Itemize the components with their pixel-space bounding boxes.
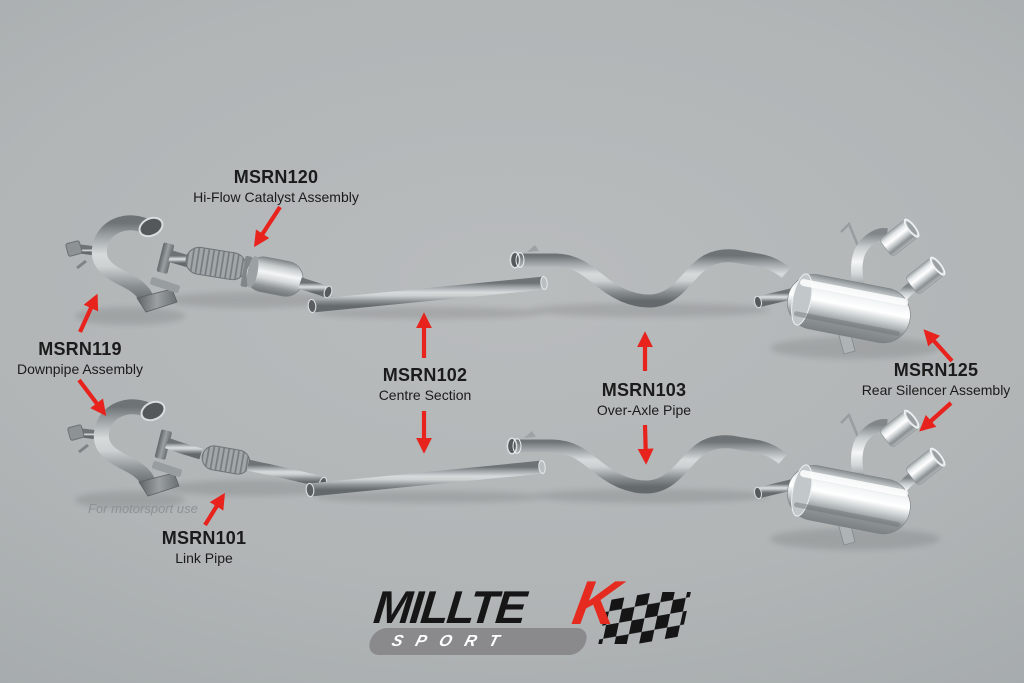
rear-silencer-assembly-top-illustration	[753, 218, 946, 355]
part-number: MSRN119	[38, 339, 122, 359]
part-number: MSRN102	[382, 365, 468, 385]
brand-word: MILLTE	[371, 581, 528, 633]
pointer-arrow	[637, 424, 654, 465]
pointer-arrow	[919, 401, 953, 432]
label-centre-section: MSRN102 Centre Section	[315, 365, 535, 403]
label-rear-silencer-assembly: MSRN125 Rear Silencer Assembly	[826, 360, 1024, 398]
label-link-pipe: MSRN101 Link Pipe	[94, 528, 314, 566]
catalyst-assembly-illustration	[156, 242, 333, 299]
over-axle-pipe-top-illustration	[509, 245, 791, 308]
milltek-sport-logo: SPORT MILLTE K	[362, 569, 707, 671]
part-description: Downpipe Assembly	[16, 360, 144, 377]
part-shadows	[75, 292, 940, 550]
part-number: MSRN120	[233, 167, 319, 187]
checkered-flag-icon	[596, 592, 693, 644]
part-number: MSRN125	[893, 360, 979, 380]
pointer-arrow	[77, 378, 107, 416]
part-description: Link Pipe	[175, 549, 233, 566]
pointer-arrow	[253, 205, 282, 248]
part-description: Hi-Flow Catalyst Assembly	[193, 188, 359, 205]
sport-label: SPORT	[389, 633, 515, 650]
part-description: Over-Axle Pipe	[596, 401, 692, 418]
pointer-arrow	[923, 329, 954, 363]
pointer-arrow	[78, 293, 99, 333]
centre-section-top-illustration	[307, 276, 548, 314]
motorsport-use-note: For motorsport use	[88, 501, 198, 516]
part-description: Centre Section	[378, 386, 472, 403]
label-downpipe-assembly: MSRN119 Downpipe Assembly	[0, 339, 190, 377]
part-number: MSRN101	[161, 528, 247, 548]
part-description: Rear Silencer Assembly	[861, 381, 1011, 398]
label-over-axle-pipe: MSRN103 Over-Axle Pipe	[534, 380, 754, 418]
pointer-arrows	[77, 205, 954, 527]
rear-silencer-assembly-bottom-illustration	[753, 408, 947, 545]
pointer-arrow	[203, 492, 225, 527]
part-number: MSRN103	[601, 380, 687, 400]
downpipe-assembly-top-illustration	[65, 215, 180, 313]
label-catalyst-assembly: MSRN120 Hi-Flow Catalyst Assembly	[166, 167, 386, 205]
